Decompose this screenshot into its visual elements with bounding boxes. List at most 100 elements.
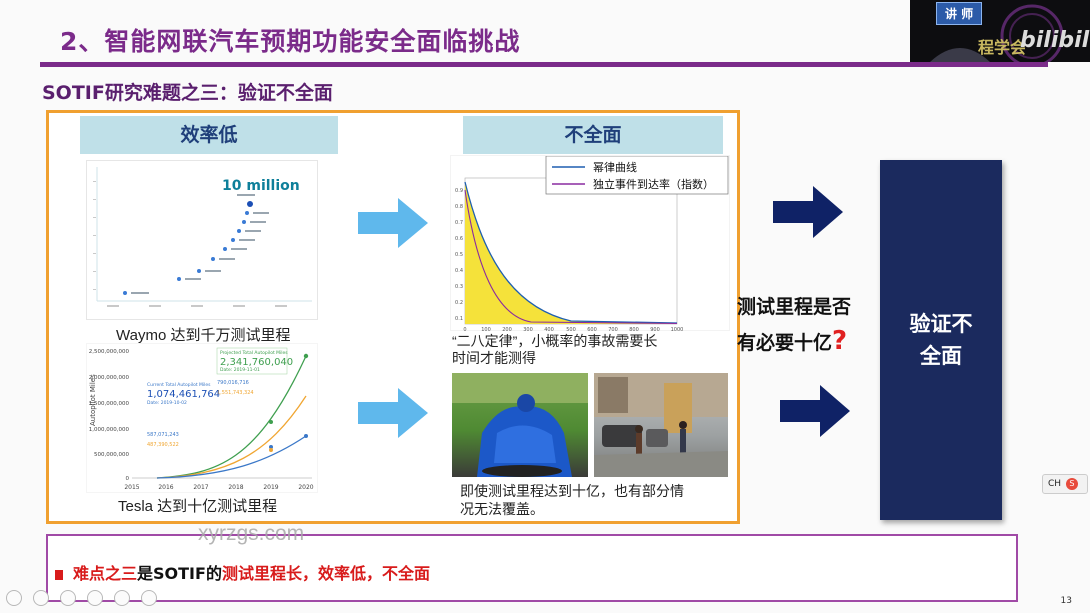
waymo-point [211,257,215,261]
tesla-y-tick: 1,000,000,000 [89,427,130,433]
pen-icon[interactable] [60,590,77,606]
svg-text:0.6: 0.6 [455,236,463,242]
more-options-icon[interactable] [141,590,158,606]
slideshow-toolbar [6,590,163,610]
svg-text:300: 300 [523,327,533,332]
arrow-right-icon [358,388,428,438]
waymo-point [231,238,235,242]
tesla-series-blue [156,435,307,479]
tesla-caption: Tesla 达到十亿测试里程 [118,498,278,515]
pareto-caption-line: 时间才能测得 [452,350,536,366]
waymo-point [223,247,227,251]
summary-text: 难点之三是SOTIF的测试里程长，效率低，不全面 [55,560,430,584]
tesla-point [269,420,273,424]
tesla-point [303,353,309,359]
tesla-callout-current-date: Date: 2019-10-02 [147,400,187,406]
legend-power-law: 幂律曲线 [593,160,637,174]
tesla-x-tick: 2020 [298,484,313,491]
waymo-chart: 10 million [86,160,318,320]
waymo-points [123,201,253,295]
legend-exponential: 独立事件到达率（指数） [593,177,714,191]
tesla-series-projected [156,355,307,479]
waymo-point [237,229,241,233]
summary-part-2: 是SOTIF的 [137,564,222,583]
input-method-toggle[interactable]: CH S [1042,474,1088,494]
mileage-question: 测试里程是否 有必要十亿? [737,290,851,360]
efficiency-header: 效率低 [80,116,338,154]
tesla-callout-mid2: 1,551,743,324 [217,390,254,396]
svg-text:800: 800 [629,327,639,332]
waymo-highlight-label: 10 million [222,178,300,194]
waymo-point [177,277,181,281]
svg-text:700: 700 [608,327,618,332]
mileage-question-line: 测试里程是否 [737,296,852,318]
waymo-point [123,291,127,295]
mileage-question-line: 有必要十亿? [737,324,851,360]
ch-label: CH [1048,479,1062,489]
summary-box [46,534,1018,602]
svg-text:1000: 1000 [671,327,684,332]
pareto-caption-line: “二八定律”，小概率的事故需要长 [452,333,658,349]
svg-text:0.9: 0.9 [455,188,463,194]
tesla-callout-low1: 587,071,243 [147,432,179,438]
svg-text:0.8: 0.8 [455,204,463,210]
svg-text:600: 600 [587,327,597,332]
tesla-x-tick: 2016 [158,484,173,491]
tesla-y-tick: 500,000,000 [94,452,129,458]
page-number: 13 [1060,596,1072,606]
summary-part-3: 测试里程长，效率低，不全面 [221,564,430,583]
gap-area [465,182,677,324]
tesla-point [304,434,308,438]
title-divider [40,62,1048,67]
tesla-series-orange [156,395,307,479]
tesla-chart: Autopilot Miles 2,500,000,000 2,000,000,… [86,343,318,493]
tesla-callout-current: 1,074,461,764 [147,389,220,400]
tesla-point [269,445,273,449]
sogou-icon: S [1065,478,1078,490]
tesla-callout-projected-label: Projected Total Autopilot Miles [220,350,288,356]
tesla-chart-svg: Autopilot Miles 2,500,000,000 2,000,000,… [89,347,314,491]
summary-part-1: 难点之三 [73,564,138,583]
verify-line: 验证不 [909,312,973,336]
mileage-question-text: 有必要十亿 [737,332,833,354]
arrow-right-icon [780,385,850,437]
tesla-x-tick: 2017 [193,484,208,491]
svg-text:0.2: 0.2 [455,300,463,306]
slide-subtitle: SOTIF研究难题之三：验证不全面 [42,82,333,104]
waymo-point [242,220,246,224]
tesla-callout-current-label: Current Total Autopilot Miles [147,382,211,388]
tesla-callout-mid1: 790,016,716 [217,380,249,386]
svg-text:0.1: 0.1 [455,316,463,322]
waymo-point [245,211,249,215]
svg-text:500: 500 [566,327,576,332]
coverage-caption-line: 况无法覆盖。 [460,501,544,517]
tesla-callout-low2: 487,390,522 [147,442,179,448]
tesla-y-tick: 2,500,000,000 [89,349,130,355]
waymo-point [247,201,253,207]
waymo-chart-svg: 10 million [93,167,312,307]
previous-icon[interactable] [6,590,22,606]
waymo-caption: Waymo 达到千万测试里程 [116,327,291,344]
svg-text:0.3: 0.3 [455,284,463,290]
coverage-caption-line: 即使测试里程达到十亿，也有部分情 [460,483,684,499]
tesla-x-tick: 2019 [263,484,278,491]
bullet-icon [55,569,63,580]
slide-title: 2、智能网联汽车预期功能安全面临挑战 [60,27,521,56]
exponential-curve [464,189,678,325]
presenter-name: 程学会 [978,38,1027,57]
photo-scooter-rider [452,373,588,477]
zoom-icon[interactable] [114,590,131,606]
slides-icon[interactable] [87,590,104,606]
arrow-right-icon [773,186,843,238]
tesla-x-tick: 2018 [228,484,243,491]
tesla-x-tick: 2015 [124,484,139,491]
svg-text:0.7: 0.7 [455,220,463,226]
tesla-point [269,448,273,452]
photo-street-scene [594,373,728,477]
tesla-y-tick: 1,500,000,000 [89,401,130,407]
waymo-point [197,269,201,273]
svg-text:200: 200 [502,327,512,332]
next-icon[interactable] [33,590,50,606]
